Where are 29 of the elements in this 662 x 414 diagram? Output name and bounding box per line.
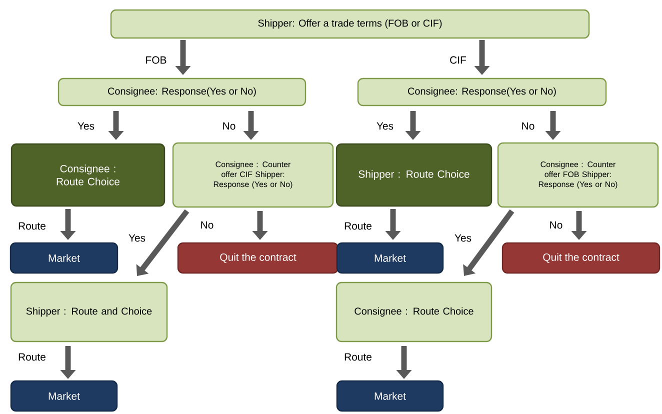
- choice-box: Consignee : Route Choice: [10, 143, 166, 207]
- quit-box: Quit the contract: [502, 242, 660, 274]
- edge-label: Route: [17, 221, 47, 231]
- market-box: Market: [336, 380, 444, 412]
- edge-label: Yes: [127, 233, 147, 243]
- market-box: Market: [10, 380, 118, 412]
- block-arrow: [136, 209, 190, 276]
- edge-label: Route: [343, 352, 373, 362]
- edge-label: FOB: [144, 55, 168, 65]
- process-box: Consignee: Response(Yes or No): [58, 78, 306, 106]
- edge-label: Yes: [375, 121, 395, 131]
- edge-label: Yes: [76, 121, 96, 131]
- process-box: Shipper: Offer a trade terms (FOB or CIF): [110, 9, 590, 39]
- process-box: Consignee: Response(Yes or No): [357, 78, 607, 106]
- edge-label: Yes: [453, 233, 473, 243]
- edge-label: No: [199, 220, 215, 230]
- edge-label: Route: [343, 221, 373, 231]
- edge-label: Route: [17, 352, 47, 362]
- quit-box: Quit the contract: [177, 242, 339, 274]
- market-box: Market: [336, 242, 444, 274]
- market-box: Market: [10, 242, 118, 274]
- edge-label: No: [548, 220, 564, 230]
- process-box: Shipper : Route and Choice: [10, 282, 168, 342]
- process-box: Consignee : Route Choice: [336, 282, 492, 342]
- choice-box: Shipper : Route Choice: [336, 143, 492, 207]
- block-arrow: [463, 209, 514, 276]
- edge-label: No: [221, 121, 237, 131]
- edge-label: No: [520, 121, 536, 131]
- edge-label: CIF: [448, 55, 468, 65]
